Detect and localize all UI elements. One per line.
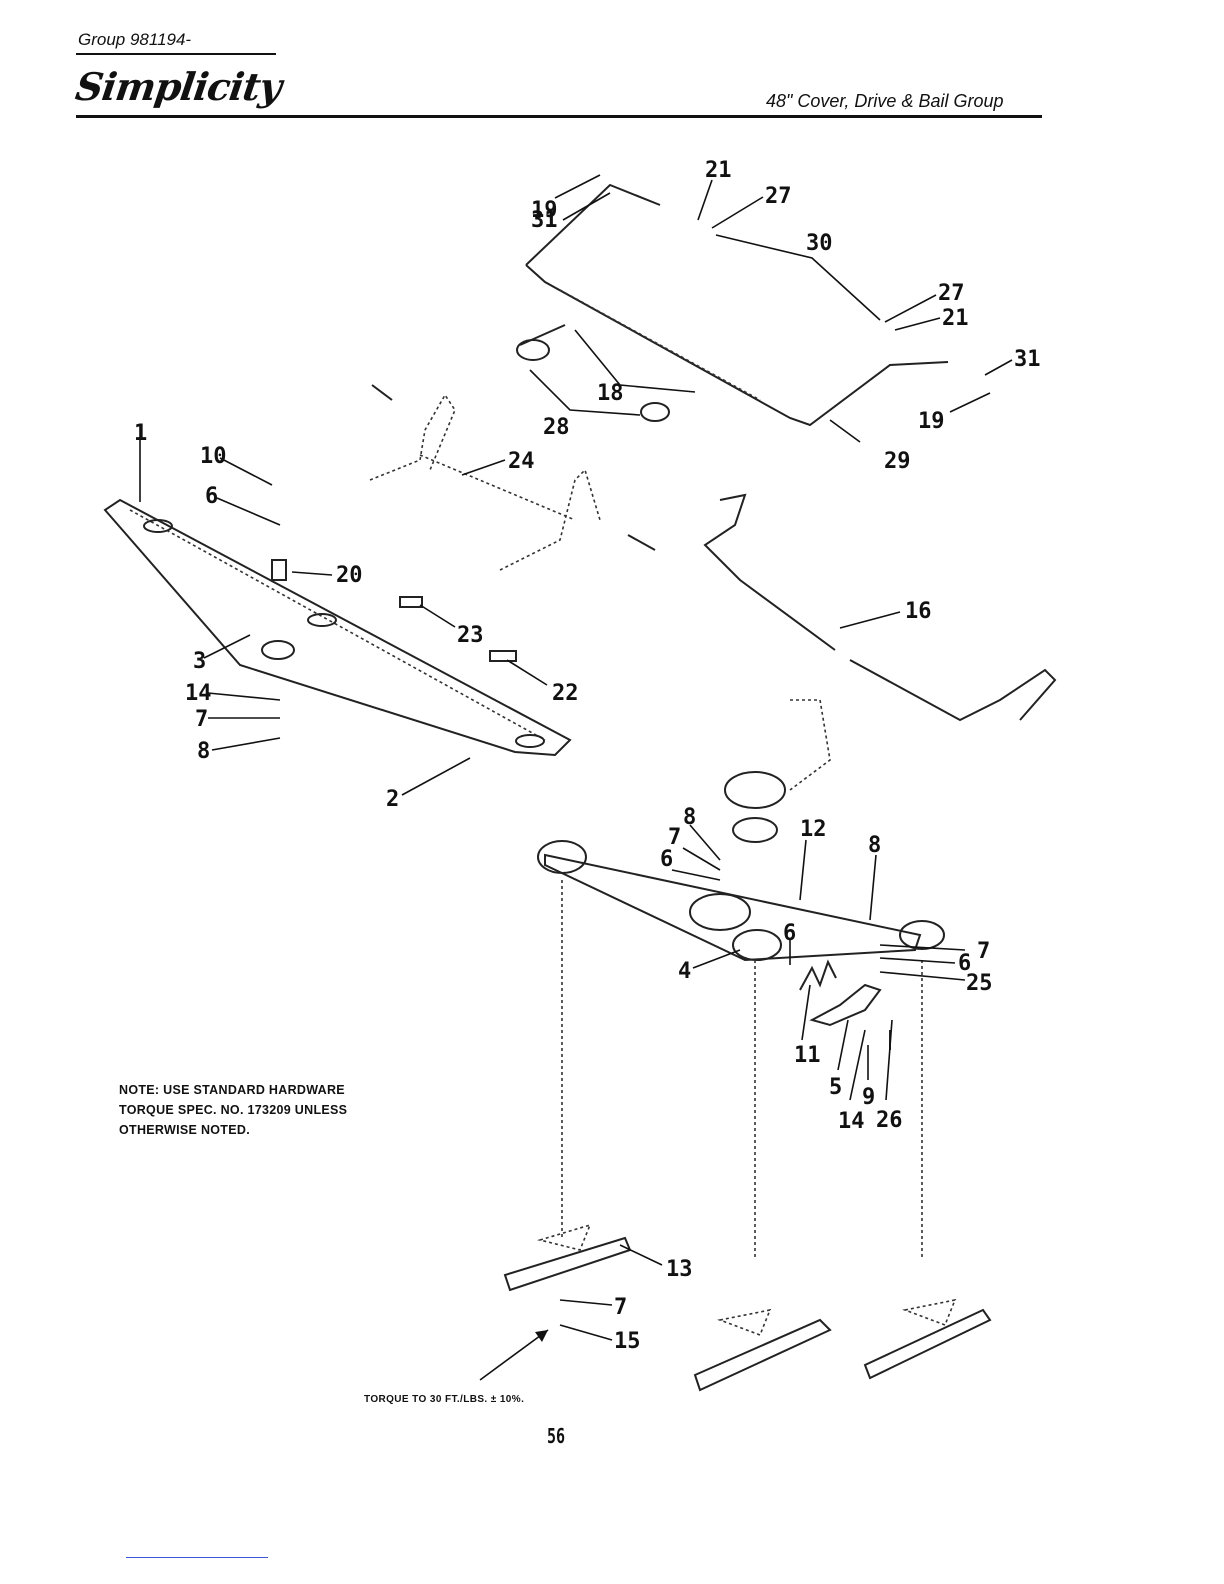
callout-19-right: 19 <box>918 409 945 434</box>
belt-and-pulleys <box>538 700 944 960</box>
callout-8: 8 <box>197 739 210 764</box>
callout-28: 28 <box>543 415 570 440</box>
callout-10: 10 <box>200 444 227 469</box>
clevis-parts <box>517 325 669 421</box>
callout-21: 21 <box>942 306 969 331</box>
note-line-3: OTHERWISE NOTED. <box>119 1120 347 1140</box>
callout-6-spring: 6 <box>783 921 796 946</box>
callout-11: 11 <box>794 1043 821 1068</box>
callout-3: 3 <box>193 649 206 674</box>
hardware-note: NOTE: USE STANDARD HARDWARE TORQUE SPEC.… <box>119 1080 347 1140</box>
leader-lines <box>140 175 1012 1340</box>
callout-8-right: 8 <box>868 833 881 858</box>
callout-8-mid: 8 <box>683 805 696 830</box>
blades <box>505 1238 990 1390</box>
callout-31: 31 <box>1014 347 1041 372</box>
callout-14-right: 14 <box>838 1109 865 1134</box>
callout-6-mid: 6 <box>660 847 673 872</box>
callout-13: 13 <box>666 1257 693 1282</box>
callout-30: 30 <box>806 231 833 256</box>
lift-rod <box>705 495 1055 720</box>
callout-31-top: 31 <box>531 208 558 233</box>
callout-15: 15 <box>614 1329 641 1354</box>
callout-7-blade: 7 <box>614 1295 627 1320</box>
callout-29: 29 <box>884 449 911 474</box>
callout-14: 14 <box>185 681 212 706</box>
callout-21-top: 21 <box>705 158 732 183</box>
callout-25: 25 <box>966 971 993 996</box>
page-number: 56 <box>547 1424 565 1448</box>
callout-9: 9 <box>862 1085 875 1110</box>
callout-16: 16 <box>905 599 932 624</box>
deck-cover <box>105 500 570 755</box>
callout-2: 2 <box>386 787 399 812</box>
callout-27-top: 27 <box>765 184 792 209</box>
torque-note: TORQUE TO 30 FT./LBS. ± 10%. <box>364 1394 524 1405</box>
footer-link-underline[interactable] <box>126 1557 268 1558</box>
bail-handle <box>526 185 948 425</box>
callout-18: 18 <box>597 381 624 406</box>
callout-6: 6 <box>205 484 218 509</box>
callout-26: 26 <box>876 1108 903 1133</box>
callout-12: 12 <box>800 817 827 842</box>
callout-4: 4 <box>678 959 691 984</box>
note-line-1: NOTE: USE STANDARD HARDWARE <box>119 1080 347 1100</box>
callout-7: 7 <box>195 707 208 732</box>
callout-20: 20 <box>336 563 363 588</box>
callout-numbers: 19 31 21 27 30 27 21 31 19 18 28 29 1 10… <box>134 158 1041 1354</box>
callout-7-right: 7 <box>977 939 990 964</box>
callout-1: 1 <box>134 421 147 446</box>
callout-27: 27 <box>938 281 965 306</box>
torque-arrowhead <box>535 1330 548 1342</box>
callout-23: 23 <box>457 623 484 648</box>
callout-5: 5 <box>829 1075 842 1100</box>
callout-24: 24 <box>508 449 535 474</box>
torque-arrow <box>480 1330 548 1380</box>
note-line-2: TORQUE SPEC. NO. 173209 UNLESS <box>119 1100 347 1120</box>
callout-22: 22 <box>552 681 579 706</box>
